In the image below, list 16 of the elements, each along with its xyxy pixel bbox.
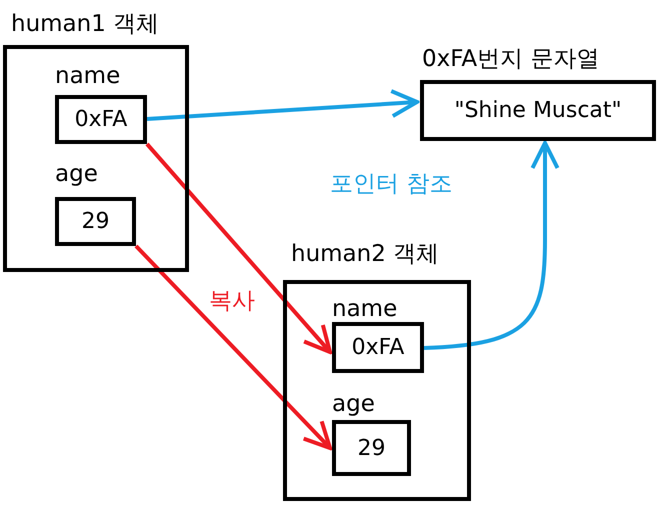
value-box: 0xFA [55, 95, 147, 144]
string-box: "Shine Muscat" [420, 80, 656, 141]
value-box: 0xFA [332, 322, 424, 373]
value-box: 29 [332, 420, 411, 476]
value-box: 29 [55, 197, 136, 246]
field-label: age [332, 390, 375, 418]
field-label: name [55, 62, 120, 90]
object-label: human2 객체 [291, 240, 440, 268]
field-label: name [332, 295, 398, 323]
arrow [146, 89, 419, 121]
arrow [424, 141, 560, 350]
arrow [134, 244, 332, 450]
object-label: 0xFA번지 문자열 [422, 45, 600, 73]
object-label: human1 객체 [11, 10, 160, 38]
field-label: age [55, 160, 98, 188]
arrow [146, 142, 332, 354]
